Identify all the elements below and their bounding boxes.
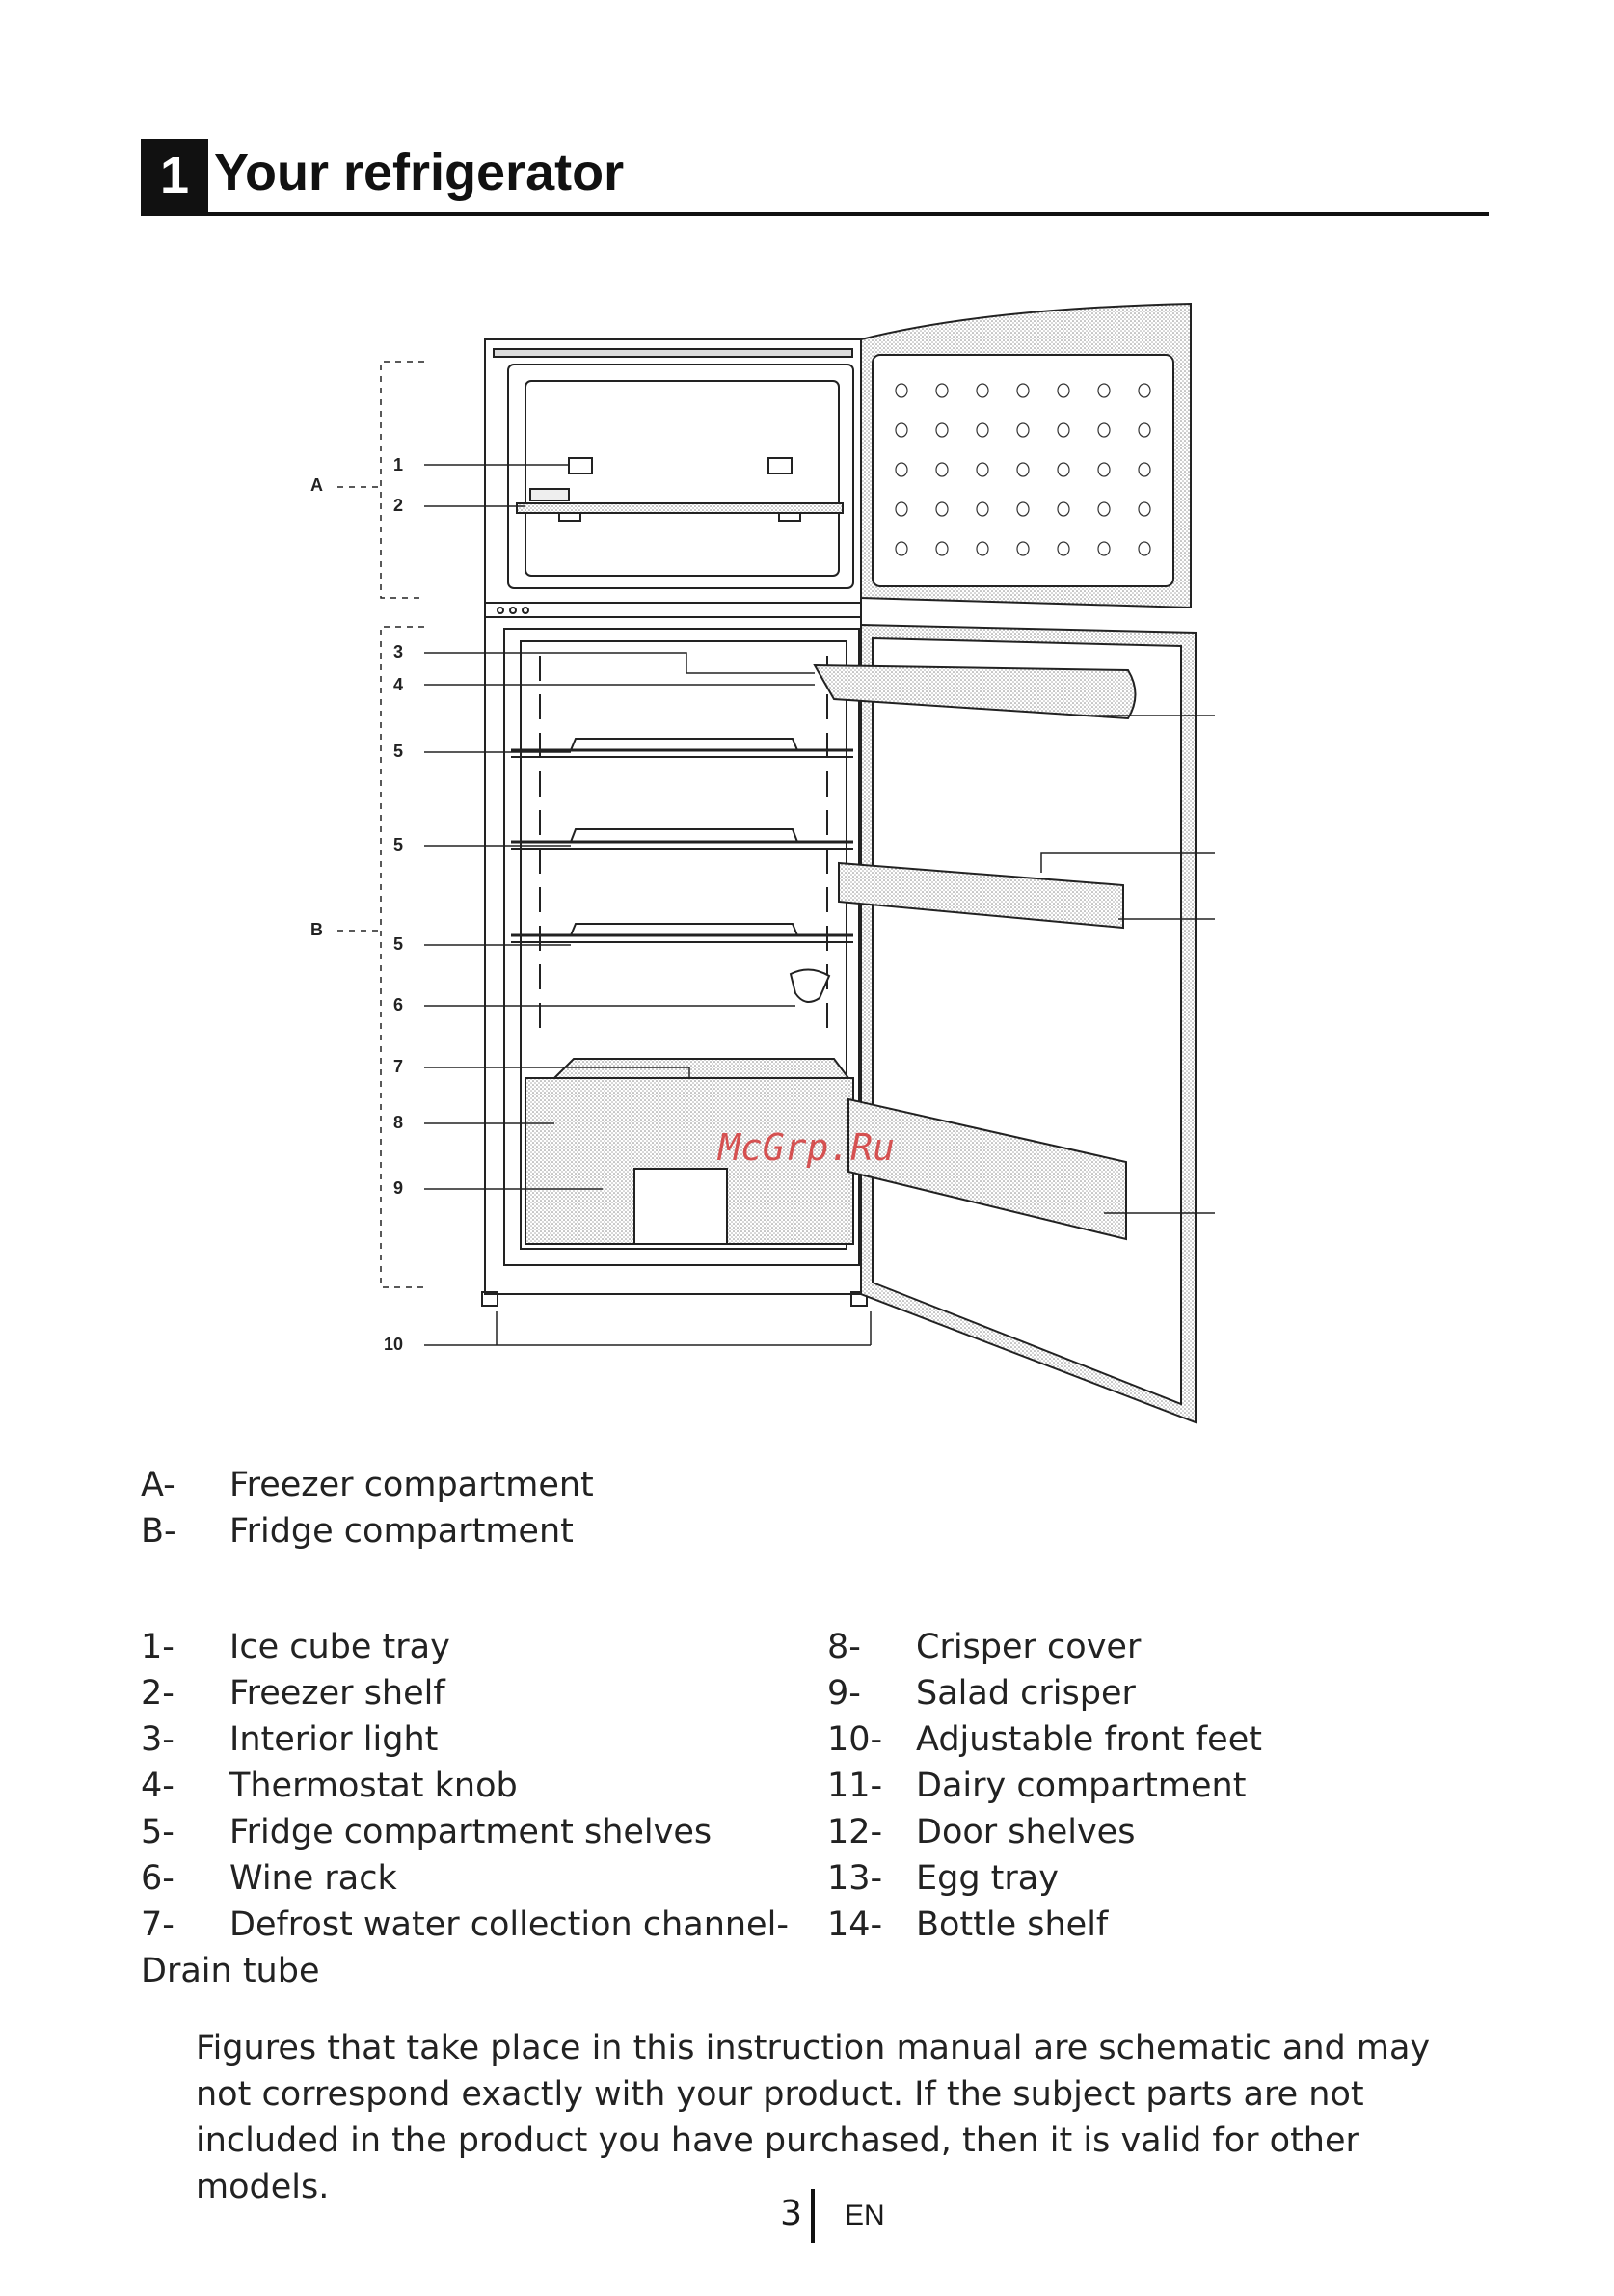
disclaimer-note: Figures that take place in this instruct… <box>196 2025 1488 2210</box>
door-dimple <box>936 384 948 397</box>
door-dimple <box>1139 542 1150 555</box>
door-dimple <box>1058 463 1069 476</box>
section-number: 1 <box>141 139 208 212</box>
door-dimple <box>936 542 948 555</box>
door-dimple <box>936 502 948 516</box>
door-dimple <box>936 463 948 476</box>
freezer-shelf-drawing <box>517 503 843 513</box>
callout-5c: 5 <box>393 934 403 954</box>
door-dimple <box>1058 542 1069 555</box>
door-dimple <box>896 384 907 397</box>
callout-4: 4 <box>393 675 403 694</box>
door-dimple <box>1017 463 1029 476</box>
crisper-cover-drawing <box>554 1059 848 1078</box>
door-dimple <box>936 423 948 437</box>
refrigerator-diagram: A B 1 2 3 4 5 5 5 6 7 8 9 10 11 13 12 14 <box>289 289 1215 1427</box>
door-dimple <box>1139 384 1150 397</box>
door-dimple <box>1098 542 1110 555</box>
door-dimple <box>896 502 907 516</box>
door-dimple <box>896 423 907 437</box>
door-dimple <box>1058 384 1069 397</box>
callout-5b: 5 <box>393 835 403 854</box>
section-a-label: Freezer compartment <box>229 1462 594 1508</box>
door-dimple <box>977 463 988 476</box>
door-dimple <box>1098 384 1110 397</box>
callout-2: 2 <box>393 496 403 515</box>
callout-5a: 5 <box>393 742 403 761</box>
section-title: Your refrigerator <box>214 139 624 206</box>
callout-9: 9 <box>393 1178 403 1198</box>
section-a-code: A- <box>141 1462 228 1508</box>
door-dimple <box>977 423 988 437</box>
door-dimple <box>977 502 988 516</box>
callout-1: 1 <box>393 455 403 474</box>
label-a: A <box>310 475 323 495</box>
door-dimple <box>1017 384 1029 397</box>
door-dimple <box>1139 423 1150 437</box>
door-dimple <box>1098 463 1110 476</box>
callout-8: 8 <box>393 1113 403 1132</box>
language-code: EN <box>845 2197 885 2235</box>
door-dimple <box>1017 423 1029 437</box>
callout-7: 7 <box>393 1057 403 1076</box>
footer-divider <box>811 2189 815 2243</box>
door-dimple <box>1139 463 1150 476</box>
door-dimple <box>977 384 988 397</box>
page-number: 3 <box>771 2191 802 2237</box>
door-dimple <box>1058 423 1069 437</box>
callout-10: 10 <box>384 1335 403 1354</box>
door-dimple <box>1098 423 1110 437</box>
door-dimple <box>977 542 988 555</box>
door-dimple <box>896 463 907 476</box>
door-dimple <box>1139 502 1150 516</box>
door-dimple <box>896 542 907 555</box>
section-heading: 1 Your refrigerator <box>141 139 1489 216</box>
parts-list-continuation: Drain tube <box>141 1948 319 1994</box>
section-b-label: Fridge compartment <box>229 1508 574 1554</box>
door-dimple <box>1017 542 1029 555</box>
door-dimple <box>1058 502 1069 516</box>
door-dimple <box>1098 502 1110 516</box>
callout-6: 6 <box>393 995 403 1014</box>
door-dimple <box>1017 502 1029 516</box>
freezer-interior <box>508 365 853 588</box>
section-b-code: B- <box>141 1508 228 1554</box>
watermark: McGrp.Ru <box>718 1126 895 1169</box>
label-b: B <box>310 920 323 939</box>
callout-3: 3 <box>393 642 403 662</box>
